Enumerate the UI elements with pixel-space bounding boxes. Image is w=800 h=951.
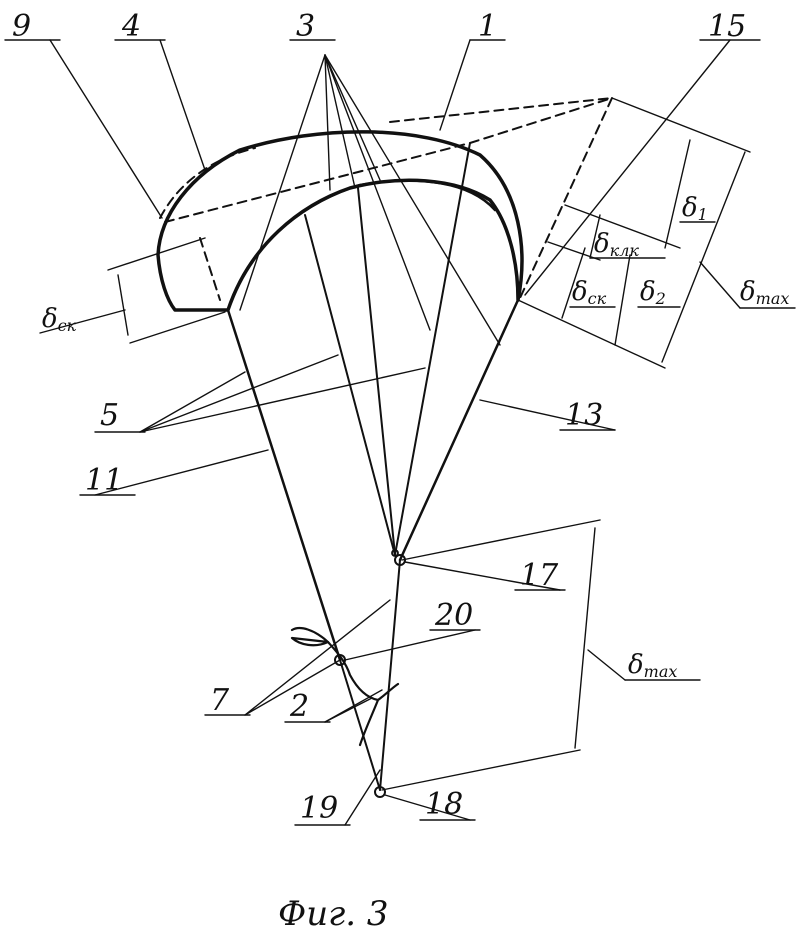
wing-inner-edge: [228, 181, 495, 310]
dim-ck-left-ext1: [108, 238, 205, 270]
label-3: 3: [296, 9, 315, 44]
leader-19: [345, 770, 380, 825]
dim-label-klk: δклк: [594, 229, 639, 260]
label-7: 7: [210, 683, 230, 718]
dim-label-1: δ1: [682, 193, 708, 224]
line-front-riser: [340, 660, 380, 790]
leader-3d: [325, 55, 380, 180]
leader-5a: [140, 372, 245, 432]
dim-max-bottom-ext2: [382, 750, 580, 790]
leader-20: [345, 630, 475, 660]
label-5: 5: [100, 398, 119, 433]
dim-ck-left-arrow: [118, 275, 128, 335]
label-11: 11: [85, 463, 123, 498]
label-19: 19: [300, 791, 338, 826]
leader-2b: [325, 698, 372, 722]
dim-label-max-bottom: δmax: [628, 650, 677, 681]
leader-9: [50, 40, 162, 218]
dim-label-max-top: δmax: [740, 277, 789, 308]
dim-max-arrow: [662, 152, 745, 362]
line-front-left: [228, 310, 340, 660]
dim-max-leader: [700, 262, 740, 308]
label-15: 15: [708, 9, 746, 44]
wing-dashed-top: [390, 98, 612, 122]
label-20: 20: [434, 598, 473, 633]
line-center-right: [395, 143, 470, 555]
label-17: 17: [520, 558, 559, 593]
label-9: 9: [12, 9, 31, 44]
dim-max-bottom-ext1: [402, 520, 600, 560]
dim-ck-left-ext2: [130, 312, 225, 343]
dim-2-arrow: [615, 255, 630, 345]
dim-label-ck-left: δск: [42, 304, 77, 335]
dim-right-ext-top: [612, 98, 750, 152]
dim-label-ck-right: δск: [572, 277, 607, 308]
leader-4: [160, 40, 205, 170]
leader-1: [440, 40, 470, 130]
dim-label-2: δ2: [640, 277, 666, 308]
wing-dashed-le: [200, 238, 220, 300]
dim-max-bottom-arrow: [575, 528, 595, 748]
label-18: 18: [425, 787, 463, 822]
leader-3f: [325, 55, 500, 345]
dim-max-bottom-leader: [588, 650, 625, 680]
dim-right-ext-bot: [518, 300, 665, 368]
wing-dashed-te: [520, 98, 612, 298]
label-1: 1: [478, 9, 497, 44]
line-center: [358, 188, 395, 555]
leader-3a: [240, 55, 325, 310]
label-2: 2: [289, 689, 309, 724]
label-4: 4: [121, 9, 141, 44]
line-rear-riser: [380, 560, 400, 790]
label-13: 13: [565, 398, 603, 433]
pilot-figure: [292, 628, 398, 745]
figure-caption: Фиг. 3: [278, 894, 389, 934]
